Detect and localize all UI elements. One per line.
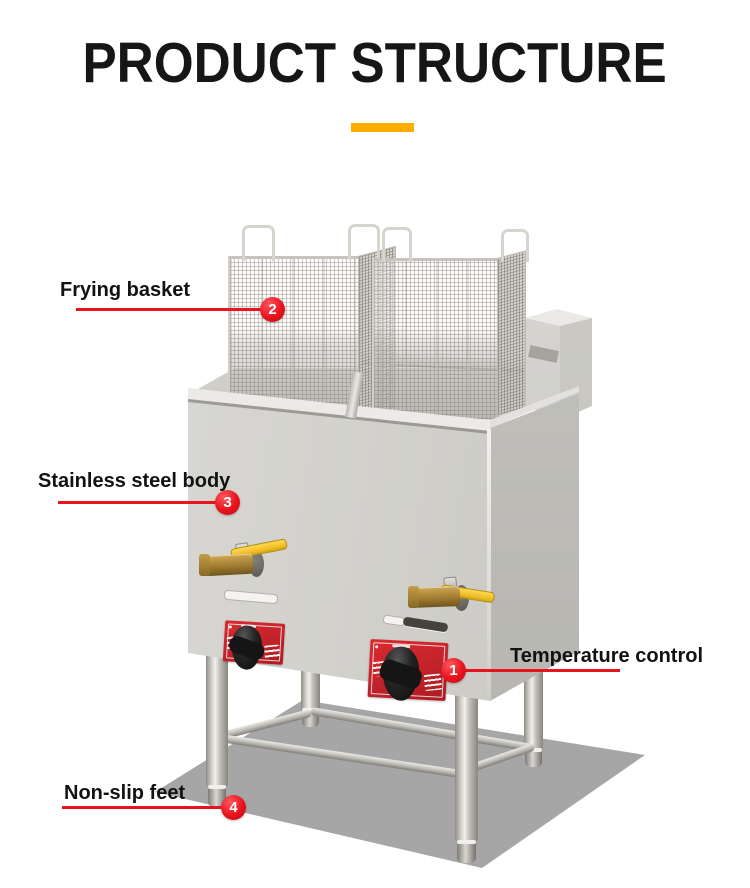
callout-line-frying-basket [76, 308, 272, 311]
left-basket-handle [242, 225, 275, 261]
callout-badge-4: 4 [221, 795, 246, 820]
callout-label-temperature-control: Temperature control [510, 645, 703, 667]
title-accent-bar [351, 123, 414, 132]
left-control-panel [222, 620, 286, 671]
callout-line-temperature-control [455, 669, 620, 672]
flame-marks-icon [263, 644, 280, 660]
front-right-leg [455, 693, 478, 842]
callout-label-stainless-body: Stainless steel body [38, 470, 231, 492]
front-left-leg [206, 643, 228, 787]
left-valve-cap [199, 554, 210, 576]
callout-label-frying-basket: Frying basket [60, 279, 191, 301]
right-valve-cap [408, 586, 419, 608]
front-right-foot [457, 840, 476, 863]
callout-badge-3: 3 [215, 490, 240, 515]
right-control-panel [367, 638, 449, 702]
page-header: PRODUCT STRUCTURE [0, 30, 750, 96]
callout-line-stainless-body [58, 501, 228, 504]
flame-marks-icon [423, 673, 443, 692]
left-basket [228, 256, 362, 421]
right-basket-side [497, 250, 526, 416]
panel-dot [228, 625, 232, 629]
rear-right-leg [524, 668, 543, 750]
left-basket-handle [348, 224, 380, 260]
callout-badge-1: 1 [441, 658, 466, 683]
callout-badge-2: 2 [260, 297, 285, 322]
callout-line-non-slip-feet [62, 806, 234, 809]
right-basket-handle [382, 227, 412, 262]
right-temperature-knob [381, 645, 421, 702]
callout-label-non-slip-feet: Non-slip feet [64, 782, 186, 804]
left-valve-body [202, 553, 254, 577]
right-basket [372, 258, 501, 421]
panel-dot [375, 645, 379, 649]
page-title: PRODUCT STRUCTURE [82, 31, 668, 95]
body-corner-highlight [487, 429, 491, 700]
right-basket-handle [501, 229, 529, 262]
